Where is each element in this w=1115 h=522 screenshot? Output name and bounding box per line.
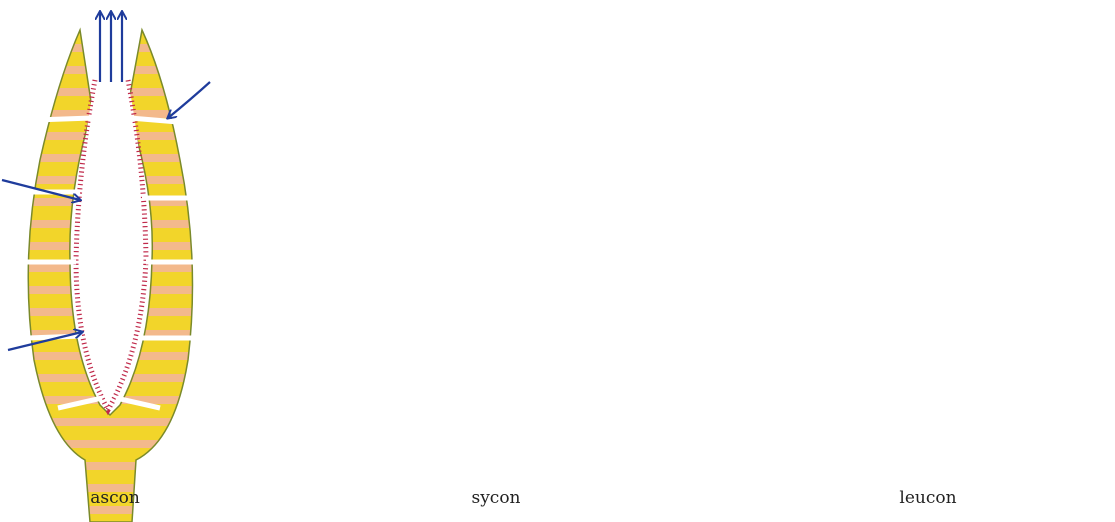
ascon-sponge bbox=[2, 12, 210, 522]
sycon-label: sycon bbox=[436, 488, 556, 508]
ascon-label: ascon bbox=[55, 488, 175, 508]
leucon-label: leucon bbox=[868, 488, 988, 508]
